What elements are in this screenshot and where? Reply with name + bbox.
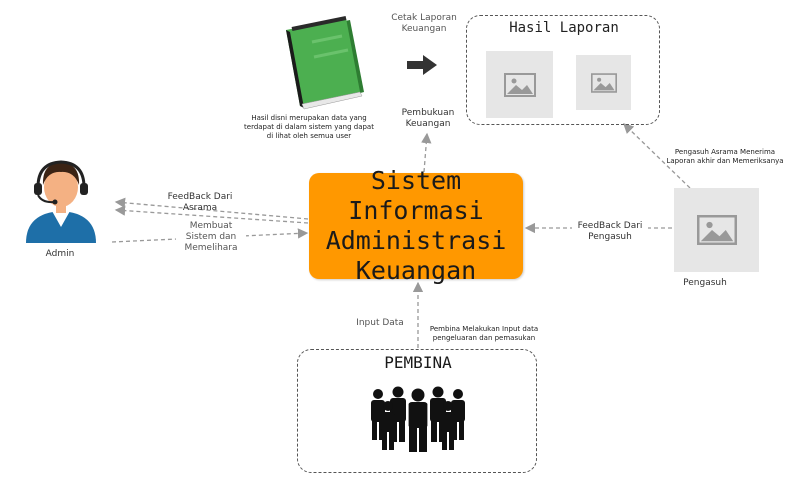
arrow-right-icon xyxy=(405,54,439,76)
admin-avatar-icon xyxy=(22,155,100,243)
pengasuh-note: Pengasuh Asrama Menerima Laporan akhir d… xyxy=(666,148,784,165)
pembina-title: PEMBINA xyxy=(384,353,452,372)
people-group-icon xyxy=(368,386,468,452)
core-title-line-2: Administrasi xyxy=(325,226,507,255)
cetak-laporan-label: Cetak Laporan Keuangan xyxy=(391,13,457,34)
feedback-asrama-label: FeedBack Dari Asrama xyxy=(167,192,233,213)
book-icon xyxy=(272,12,372,112)
connector-membuat xyxy=(111,228,309,243)
image-placeholder-icon xyxy=(674,188,759,272)
connector-pengasuh-laporan xyxy=(623,123,691,189)
pembina-box: PEMBINA xyxy=(297,349,537,473)
core-system-box: Sistem Informasi Administrasi Keuangan xyxy=(309,166,523,285)
pembukuan-label: Pembukuan Keuangan xyxy=(401,108,455,129)
image-placeholder-icon xyxy=(486,51,553,118)
connector-pembukuan xyxy=(421,132,432,173)
input-data-label: Input Data xyxy=(356,318,404,328)
membuat-label: Membuat Sistem dan Memelihara xyxy=(176,221,246,254)
pembina-note: Pembina Melakukan Input data pengeluaran… xyxy=(429,325,539,342)
book-caption: Hasil disni merupakan data yang terdapat… xyxy=(244,114,374,140)
core-title-line-1: Sistem Informasi xyxy=(348,166,484,225)
hasil-laporan-box: Hasil Laporan xyxy=(466,15,660,125)
image-placeholder-icon xyxy=(576,55,631,110)
admin-name: Admin xyxy=(45,249,75,259)
pengasuh-name: Pengasuh xyxy=(683,278,727,288)
hasil-laporan-title: Hasil Laporan xyxy=(509,20,619,36)
core-title-line-3: Keuangan xyxy=(355,256,477,285)
feedback-pengasuh-label: FeedBack Dari Pengasuh xyxy=(572,221,648,243)
